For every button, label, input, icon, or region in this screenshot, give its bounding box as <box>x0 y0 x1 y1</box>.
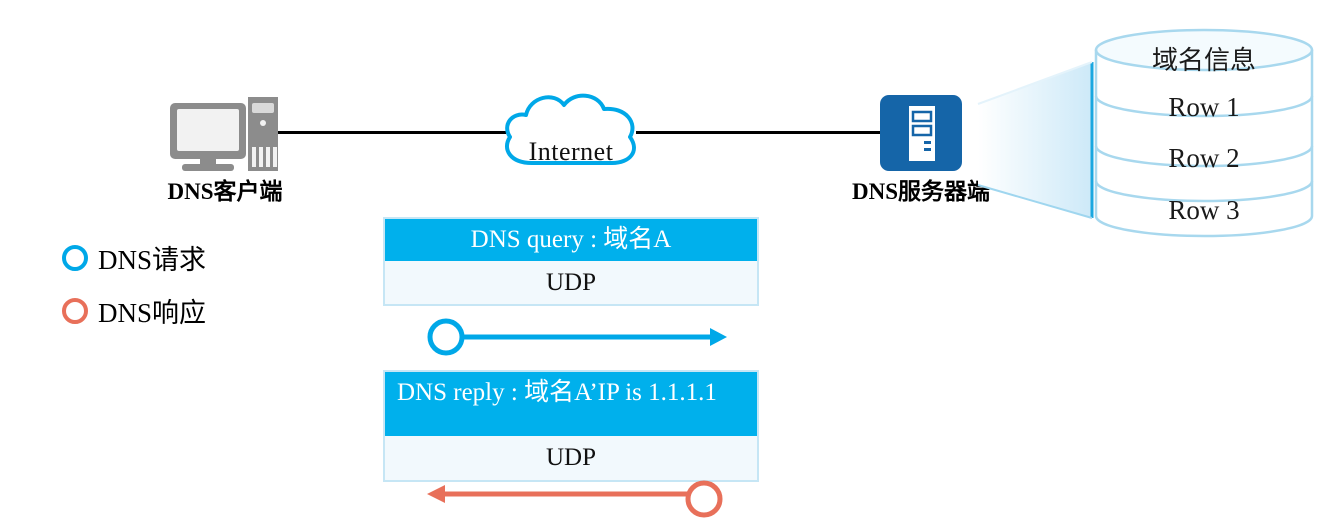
message-query-protocol: UDP <box>545 268 596 296</box>
client-node-label: DNS客户端 <box>167 179 283 204</box>
arrow-dns-response <box>415 478 725 521</box>
internet-cloud-label: Internet <box>528 137 614 166</box>
circle-ring-icon <box>62 244 88 271</box>
database-title: 域名信息 <box>1151 46 1256 75</box>
internet-cloud-node: Internet <box>496 85 646 171</box>
link-cloud-to-server <box>636 131 882 134</box>
server-tower-icon <box>880 95 962 171</box>
message-reply-header: DNS reply : 域名A’IP is 1.1.1.1 <box>385 372 757 436</box>
message-reply-protocol: UDP <box>545 444 596 471</box>
message-box-query: DNS query : 域名A UDP <box>383 217 759 306</box>
cloud-icon <box>504 93 636 165</box>
server-node-label: DNS服务器端 <box>851 179 990 204</box>
legend-item-request-label: DNS请求 <box>98 245 207 275</box>
server-to-database-connector <box>960 60 1100 225</box>
arrow-left-icon <box>427 480 723 518</box>
database-row-2: Row 2 <box>1168 143 1240 173</box>
arrow-dns-request <box>425 314 735 360</box>
database-row-3: Row 3 <box>1168 195 1240 225</box>
database-cylinder-icon <box>1094 28 1314 238</box>
funnel-shape-icon <box>977 61 1094 219</box>
domain-database: 域名信息 Row 1 Row 2 Row 3 <box>1093 28 1315 238</box>
legend-item-request: DNS请求 <box>62 238 206 277</box>
legend-item-response: DNS响应 <box>62 291 206 330</box>
server-node <box>880 95 962 171</box>
circle-ring-icon <box>62 297 88 324</box>
message-query-header: DNS query : 域名A <box>385 219 757 261</box>
client-node <box>160 95 290 175</box>
link-client-to-cloud <box>258 131 506 134</box>
message-box-reply: DNS reply : 域名A’IP is 1.1.1.1 UDP <box>383 370 759 482</box>
legend: DNS请求 DNS响应 <box>62 238 206 330</box>
desktop-computer-icon <box>170 97 278 171</box>
arrow-right-icon <box>427 318 727 356</box>
database-row-1: Row 1 <box>1168 92 1240 122</box>
legend-item-response-label: DNS响应 <box>98 298 207 328</box>
